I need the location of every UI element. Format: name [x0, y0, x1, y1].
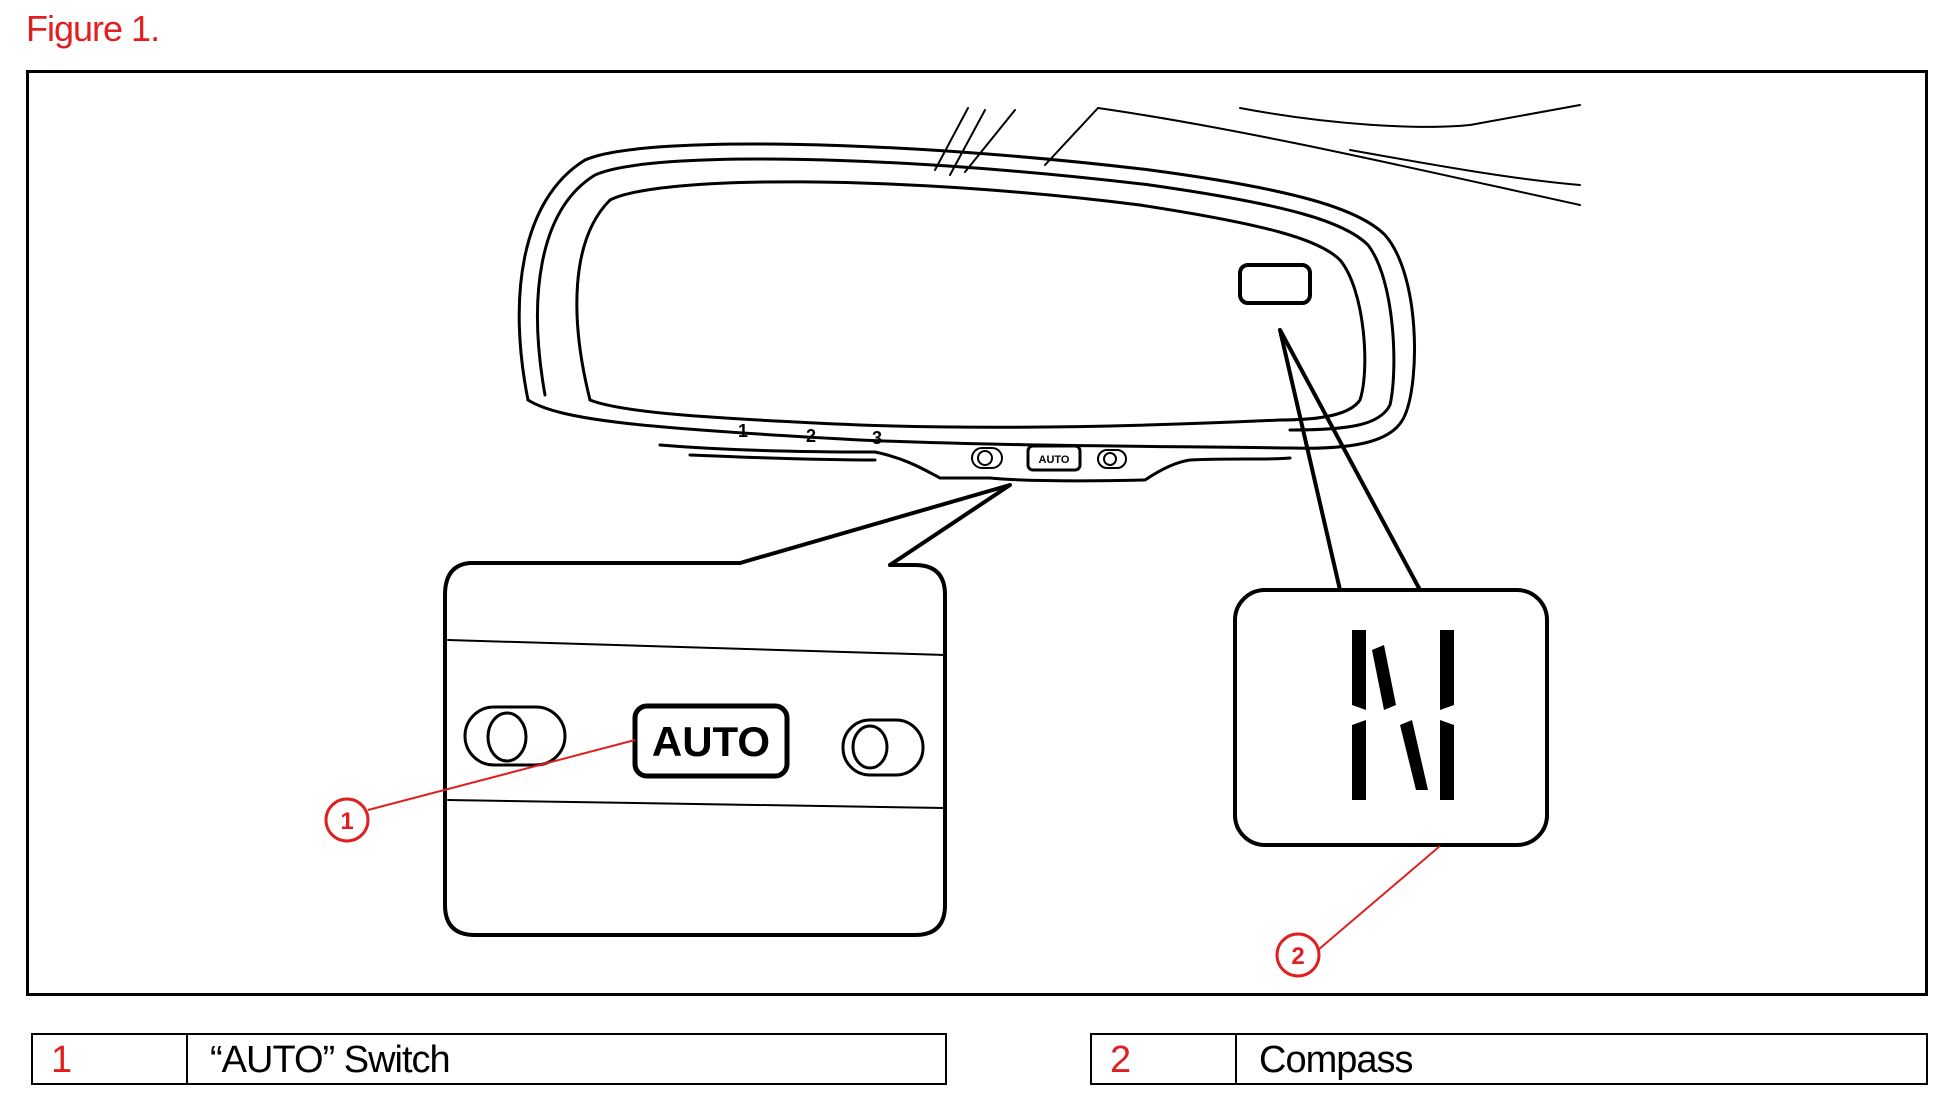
zoom-pointer-1 — [738, 483, 1012, 567]
windshield-lines — [934, 104, 1581, 206]
mirror-auto-button — [1026, 444, 1082, 472]
legend-number-1: 1 — [33, 1035, 188, 1083]
legend-text-1: “AUTO” Switch — [210, 1039, 451, 1081]
callout-leader-2 — [1317, 845, 1441, 951]
diagram-frame — [26, 70, 1928, 996]
legend-row-2: 2 Compass — [1090, 1033, 1928, 1085]
legend-text-2: Compass — [1259, 1039, 1414, 1081]
legend-row-1: 1 “AUTO” Switch — [31, 1033, 947, 1085]
compass-n-glyph — [1352, 630, 1454, 800]
legend-number-2: 2 — [1092, 1035, 1237, 1083]
mirror-small-buttons — [971, 447, 1127, 469]
zoom-auto-label: AUTO — [652, 718, 770, 765]
callout-circle-2 — [1275, 932, 1321, 978]
zoom-panel-2 — [1233, 588, 1549, 847]
mirror-auto-label: AUTO — [1039, 454, 1070, 466]
callout-number-2: 2 — [1291, 943, 1304, 970]
mirror-compass-window — [1238, 263, 1312, 305]
mirror-body — [517, 142, 1417, 483]
figure-label: Figure 1. — [26, 8, 160, 49]
callout-number-1: 1 — [340, 808, 353, 835]
callout-circle-1 — [324, 797, 370, 843]
panel-label-3: 3 — [872, 428, 882, 448]
zoom-panel-1 — [443, 561, 947, 937]
panel-label-1: 1 — [738, 421, 748, 441]
callout-leader-1 — [367, 739, 636, 811]
panel-label-2: 2 — [806, 426, 816, 446]
zoom-pointer-2 — [1278, 328, 1422, 592]
